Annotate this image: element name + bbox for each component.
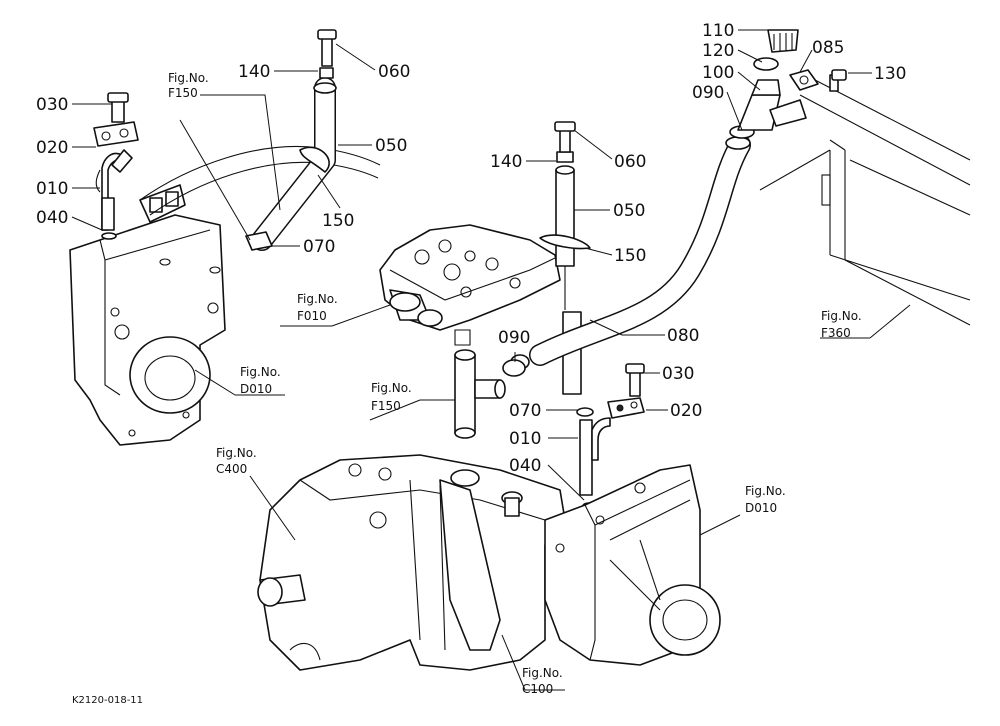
callout-120: 120 [702, 41, 734, 61]
callout-150-left: 150 [322, 211, 354, 231]
transmission-case-drawing [257, 454, 566, 671]
callout-050-left: 050 [375, 136, 407, 156]
callout-060-center: 060 [614, 152, 646, 172]
callout-020-center: 020 [670, 401, 702, 421]
callout-060-left: 060 [378, 62, 410, 82]
left-hose-050-drawing [245, 29, 337, 251]
fig-ref-c100-line1: Fig.No. [522, 666, 563, 680]
callout-090-center: 090 [498, 328, 530, 348]
fig-ref-f010-line1: Fig.No. [297, 292, 338, 306]
fig-ref-f360-line2: F360 [821, 326, 851, 340]
fig-ref-f150-mid-line1: Fig.No. [371, 381, 412, 395]
center-valve-body-drawing [379, 224, 561, 346]
callout-080-center: 080 [667, 326, 699, 346]
callout-090-top: 090 [692, 83, 724, 103]
callout-085: 085 [812, 38, 844, 58]
fig-ref-c400-line2: C400 [216, 462, 247, 476]
callout-010-left: 010 [36, 179, 68, 199]
callout-030-left: 030 [36, 95, 68, 115]
fig-ref-f010-line2: F010 [297, 309, 327, 323]
center-tee-drawing [454, 349, 526, 439]
fig-ref-d010-right-line2: D010 [745, 501, 777, 515]
callout-030-center: 030 [662, 364, 694, 384]
left-oil-pipe-drawing [93, 92, 139, 240]
fig-ref-f360-line1: Fig.No. [821, 309, 862, 323]
frame-rail-drawing [759, 79, 971, 326]
fig-ref-f150-top-line2: F150 [168, 86, 198, 100]
right-housing-drawing [544, 464, 721, 666]
callout-110: 110 [702, 21, 734, 41]
callout-130: 130 [874, 64, 906, 84]
fig-ref-f150-top-line1: Fig.No. [168, 71, 209, 85]
figure-references: Fig.No. F150 Fig.No. F010 Fig.No. D010 F… [168, 71, 862, 696]
callout-010-center: 010 [509, 429, 541, 449]
callout-labels: 030 020 010 040 140 060 050 150 070 140 … [36, 21, 906, 476]
callout-040-left: 040 [36, 208, 68, 228]
callout-100: 100 [702, 63, 734, 83]
callout-140-left: 140 [238, 62, 270, 82]
fig-ref-d010-left-line1: Fig.No. [240, 365, 281, 379]
callout-020-left: 020 [36, 138, 68, 158]
drawing-code: K2120-018-11 [72, 695, 143, 706]
callout-040-center: 040 [509, 456, 541, 476]
fig-ref-c100-line2: C100 [522, 682, 553, 696]
callout-050-center: 050 [613, 201, 645, 221]
left-housing-drawing [69, 184, 226, 446]
callout-140-center: 140 [490, 152, 522, 172]
callout-070-left: 070 [303, 237, 335, 257]
fig-ref-d010-left-line2: D010 [240, 382, 272, 396]
filler-neck-drawing [737, 29, 847, 131]
callout-070-center: 070 [509, 401, 541, 421]
leader-lines [71, 29, 911, 691]
callout-150-center: 150 [614, 246, 646, 266]
fig-ref-d010-right-line1: Fig.No. [745, 484, 786, 498]
fig-ref-c400-line1: Fig.No. [216, 446, 257, 460]
fig-ref-f150-mid-line2: F150 [371, 399, 401, 413]
left-return-hose-drawing [139, 145, 381, 216]
